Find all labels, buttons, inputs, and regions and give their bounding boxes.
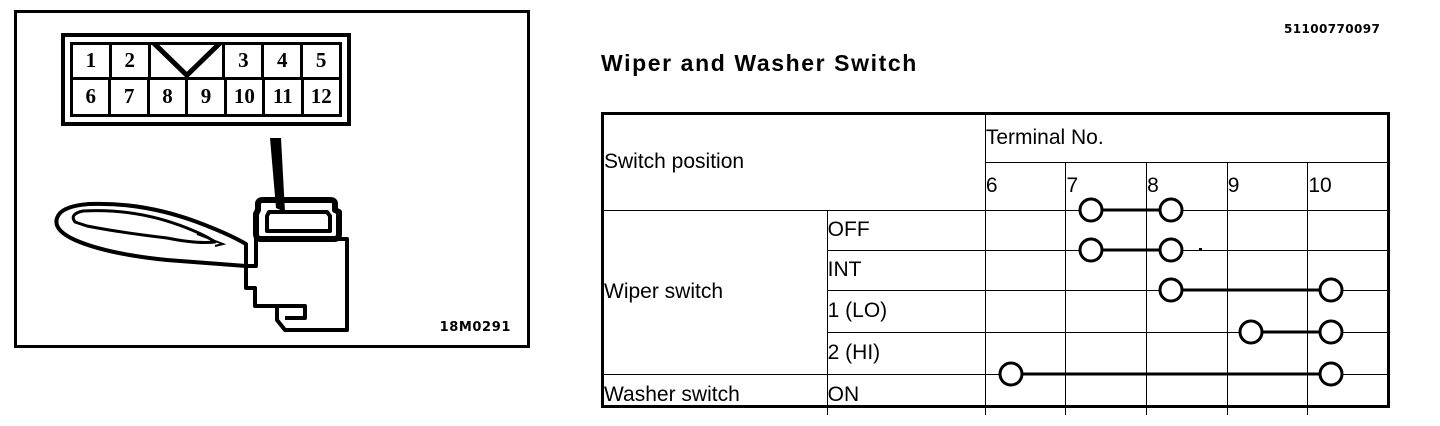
connector-pin-10: 10 bbox=[227, 79, 266, 114]
cell-off-7 bbox=[1065, 209, 1148, 251]
switch-lever-illustration bbox=[54, 138, 349, 332]
connector-pin-12: 12 bbox=[310, 84, 332, 109]
terminal-header-9: 9 bbox=[1226, 161, 1309, 211]
cell-lo-10 bbox=[1307, 289, 1387, 333]
connector-plug-inner bbox=[265, 210, 332, 233]
group-label-washer-switch: Washer switch bbox=[604, 373, 828, 415]
keying-notch-icon bbox=[150, 42, 226, 80]
position-label-int: INT bbox=[826, 249, 986, 291]
position-label-off: OFF bbox=[826, 209, 986, 251]
connector-pin-4: 4 bbox=[264, 45, 304, 80]
connector-pin-3: 3 bbox=[225, 45, 265, 80]
table-row: Wiper switch OFF bbox=[604, 209, 1387, 375]
cell-off-8 bbox=[1146, 209, 1228, 251]
connector-pin-11: 11 bbox=[265, 79, 304, 114]
lever-knob-inner-contour bbox=[71, 209, 217, 244]
terminal-header-10: 10 bbox=[1307, 161, 1387, 211]
connector-pin-7: 7 bbox=[111, 79, 150, 114]
connector-pin-5: 5 bbox=[303, 45, 340, 80]
table-row: 1 (LO) bbox=[604, 289, 1387, 333]
table-row: Washer switch ON bbox=[604, 373, 1387, 415]
cell-on-9 bbox=[1226, 373, 1309, 415]
connector-pin-9: 9 bbox=[188, 79, 227, 114]
connector-pin-1: 1 bbox=[73, 45, 112, 80]
cell-int-9 bbox=[1226, 249, 1309, 291]
connector-bottom-row: 6 7 8 9 10 11 12 bbox=[73, 79, 339, 114]
position-label-1-lo: 1 (LO) bbox=[826, 289, 986, 333]
cell-on-7 bbox=[1065, 373, 1148, 415]
connector-pin-diagram: 1 2 3 4 5 6 7 8 9 10 bbox=[61, 33, 351, 126]
table-header-row-1: Switch position Terminal No. bbox=[604, 115, 1387, 211]
cell-int-7 bbox=[1065, 249, 1148, 291]
header-switch-position: Switch position bbox=[604, 115, 986, 211]
position-label-2-hi: 2 (HI) bbox=[826, 331, 986, 375]
part-number: 51100770097 bbox=[1284, 22, 1381, 36]
position-label-on: ON bbox=[826, 373, 986, 415]
connector-pin-2: 2 bbox=[111, 45, 151, 80]
cell-int-8 bbox=[1146, 249, 1228, 291]
cell-lo-7 bbox=[1065, 289, 1148, 333]
continuity-table: Switch position Terminal No. 6 7 8 9 10 … bbox=[601, 112, 1390, 415]
cell-lo-8 bbox=[1146, 289, 1228, 333]
lever-stalk-outline bbox=[54, 201, 248, 268]
cell-off-6 bbox=[984, 209, 1067, 251]
scan-artifact-speck bbox=[1199, 248, 1202, 251]
cell-int-6 bbox=[984, 249, 1067, 291]
cell-hi-10 bbox=[1307, 331, 1387, 375]
connector-pin-8: 8 bbox=[150, 79, 189, 114]
terminal-header-7: 7 bbox=[1065, 161, 1148, 211]
cell-off-10 bbox=[1307, 209, 1387, 251]
terminal-header-6: 6 bbox=[984, 161, 1067, 211]
cell-hi-7 bbox=[1065, 331, 1148, 375]
page-title: Wiper and Washer Switch bbox=[601, 50, 918, 76]
header-terminal-no: Terminal No. bbox=[984, 115, 1387, 163]
group-label-wiper-switch: Wiper switch bbox=[604, 209, 828, 375]
figure-code: 18M0291 bbox=[439, 320, 511, 335]
cell-int-10 bbox=[1307, 249, 1387, 291]
lever-seam-line bbox=[196, 233, 227, 247]
cell-hi-6 bbox=[984, 331, 1067, 375]
cell-on-8 bbox=[1146, 373, 1228, 415]
terminal-header-8: 8 bbox=[1146, 161, 1228, 211]
cell-on-10 bbox=[1307, 373, 1387, 415]
connector-top-row: 1 2 3 4 5 bbox=[73, 42, 340, 80]
cell-hi-9 bbox=[1226, 331, 1309, 375]
cell-hi-8 bbox=[1146, 331, 1228, 375]
connector-pin-6: 6 bbox=[73, 79, 112, 114]
cell-off-9 bbox=[1226, 209, 1309, 251]
leader-arrow-icon bbox=[270, 138, 285, 212]
cell-on-6 bbox=[984, 373, 1067, 415]
notch-triangle-icon bbox=[151, 42, 223, 77]
switch-body-detail bbox=[277, 304, 307, 320]
cell-lo-6 bbox=[984, 289, 1067, 333]
illustration-panel: 1 2 3 4 5 6 7 8 9 10 bbox=[14, 10, 530, 348]
cell-lo-9 bbox=[1226, 289, 1309, 333]
